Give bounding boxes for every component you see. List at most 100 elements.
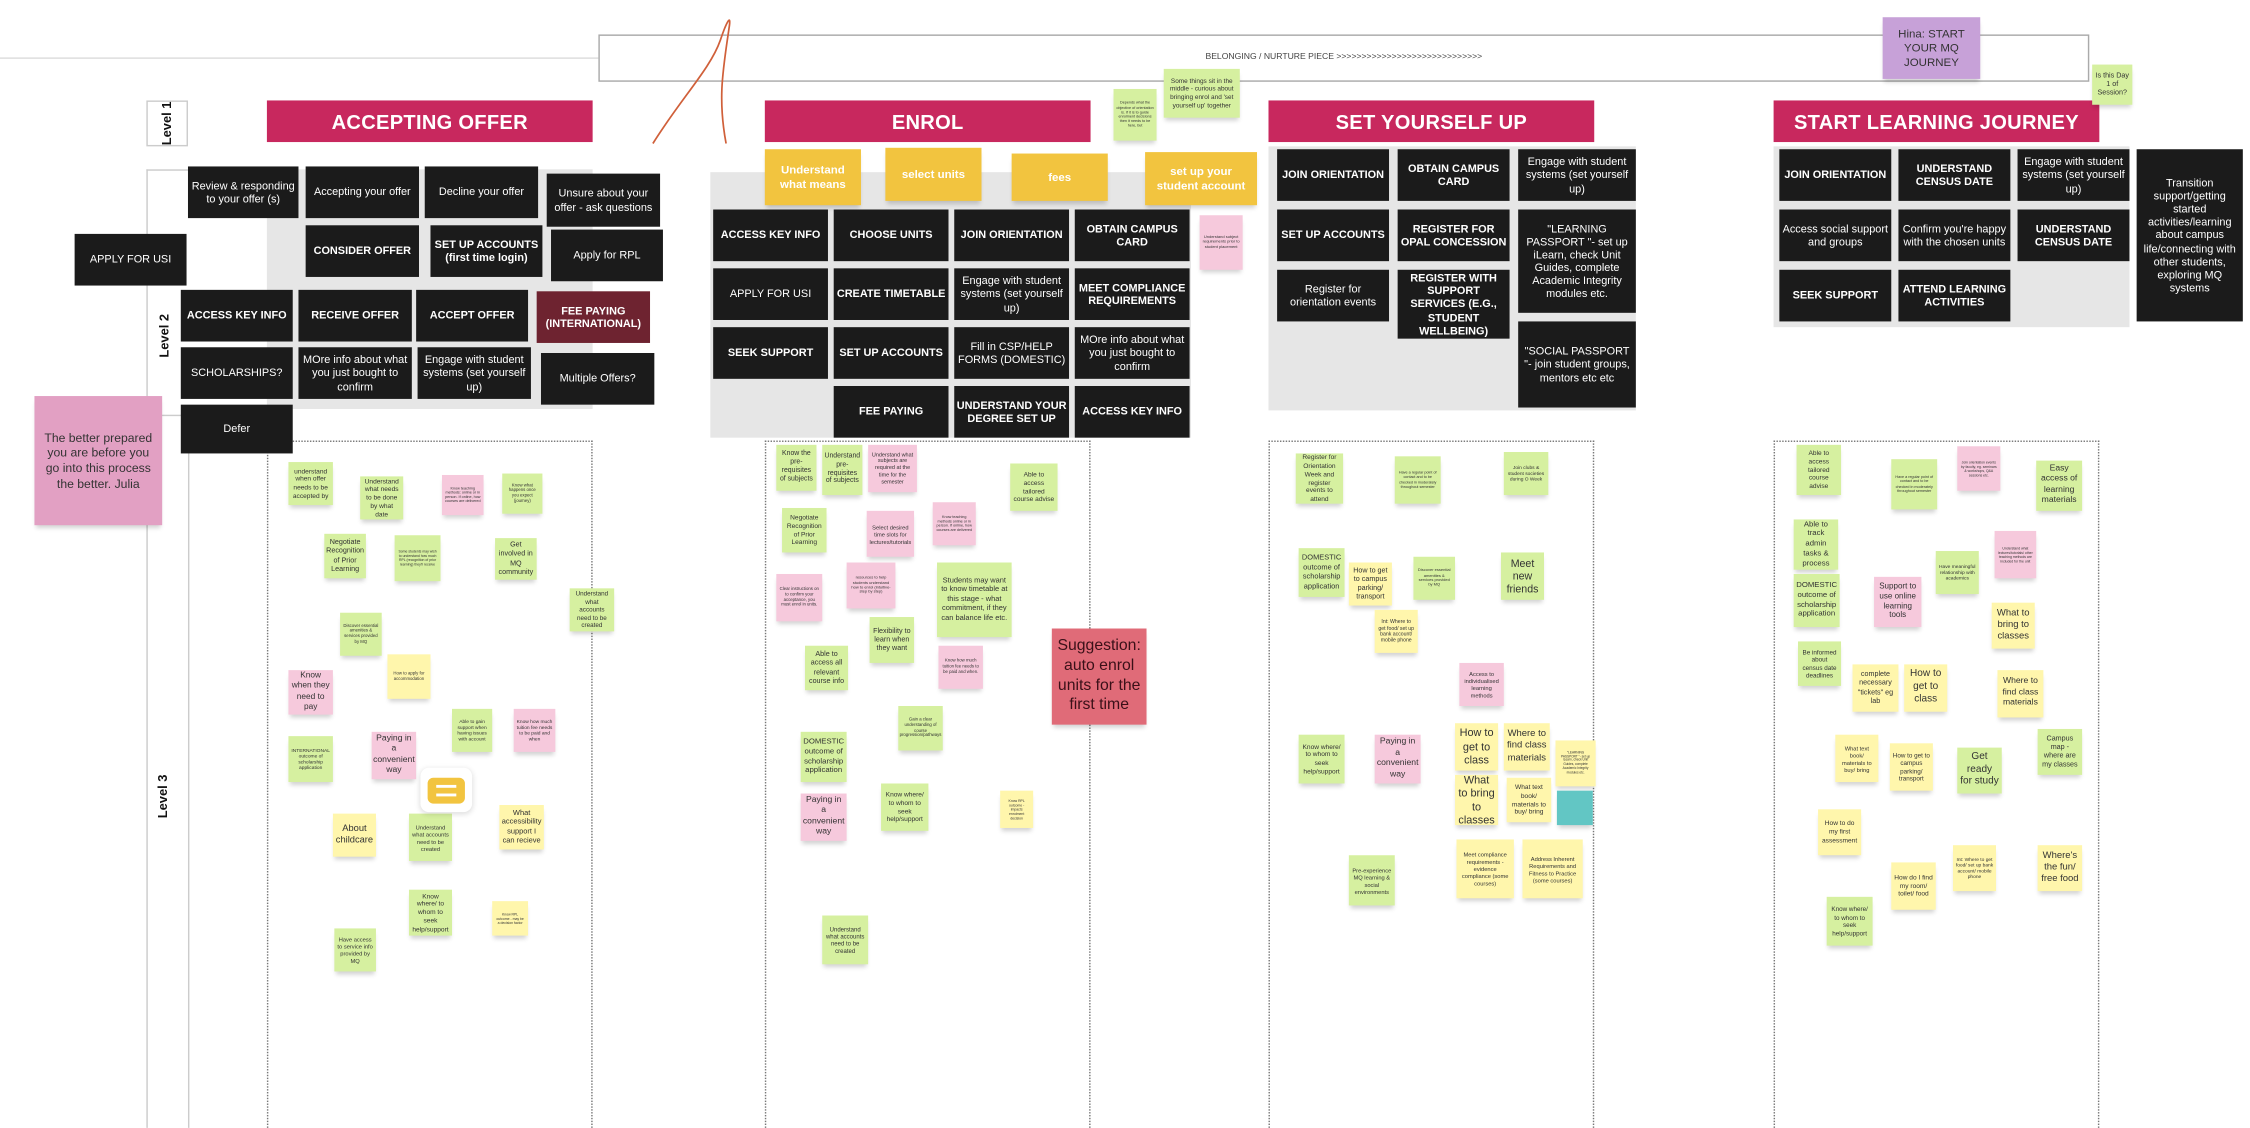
journey-card[interactable]: CREATE TIMETABLE [833,268,949,320]
journey-card[interactable]: REGISTER WITH SUPPORT SERVICES (E.G., ST… [1397,269,1510,339]
sticky-note[interactable]: DOMESTIC outcome of scholarship applicat… [800,731,847,783]
sticky-note[interactable]: complete necessary "tickets" eg lab [1852,664,1899,712]
sticky-note[interactable]: How do I find my room/ toilet/ food [1891,862,1936,910]
journey-card[interactable]: CHOOSE UNITS [833,209,949,262]
sticky-note[interactable]: Access to individualised learning method… [1459,662,1504,706]
stage-header-2[interactable]: SET YOURSELF UP [1268,100,1595,143]
sticky-note[interactable]: Some students may wish to understand how… [394,535,441,582]
journey-card[interactable]: Engage with student systems (set yoursel… [417,347,531,399]
journey-card[interactable]: Register for orientation events [1277,269,1390,322]
sticky-note[interactable]: Where to find class materials [1997,670,2044,718]
sticky-note[interactable]: Int: Where to get food/ set up bank acco… [1952,845,1997,892]
sticky-note[interactable]: Meet compliance requirements - evidence … [1456,839,1514,899]
sticky-note[interactable]: Easy access of learning materials [2036,460,2083,511]
sticky-note[interactable]: Have meaningful relationship with academ… [1935,551,1979,595]
sticky-note[interactable]: "LEARNING PASSPORT "- set up iLearn, che… [1555,740,1596,787]
sticky-note[interactable]: Select desired time slots for lectures/t… [866,510,915,557]
sticky-note[interactable]: Have a regular point of contact and to b… [1891,459,1938,510]
sticky-note[interactable]: What text book/ materials to buy/ bring [1506,777,1552,823]
sticky-note[interactable]: Paying in a convenient way [800,793,847,841]
journey-card[interactable]: ACCESS KEY INFO [713,209,828,262]
middle-sticky-note[interactable]: Some things sit in the middle - curious … [1163,68,1240,118]
sticky-note[interactable]: Discover essential amenities & services … [340,612,382,656]
journey-card[interactable]: JOIN ORIENTATION [954,209,1070,262]
comment-icon[interactable] [420,767,473,813]
sticky-note[interactable]: Pre-experience MQ learning & social envi… [1348,855,1395,906]
sticky-note[interactable]: Know where/ to whom to seek help/support [881,783,929,831]
sticky-note[interactable]: Clear instructions on to confirm your ac… [776,573,823,622]
journey-card[interactable]: FEE PAYING [833,386,949,438]
journey-card[interactable]: SEEK SUPPORT [713,327,828,379]
sticky-note[interactable]: Campus map - where are my classes [2037,728,2083,775]
sticky-note[interactable]: What to bring to classes [1455,774,1499,826]
sticky-note[interactable]: Be informed about census date deadlines [1797,641,1842,686]
sticky-note[interactable]: Understand what lectures/tutorials/ othe… [1994,530,2037,579]
journey-card[interactable]: "SOCIAL PASSPORT "- join student groups,… [1518,321,1636,408]
sticky-note[interactable]: INTERNATIONAL outcome of scholarship app… [288,736,333,783]
sticky-note[interactable]: understand when offer needs to be accept… [288,462,333,506]
sticky-note[interactable]: Know how much tuition fee needs to be pa… [938,645,983,689]
journey-card[interactable]: CONSIDER OFFER [305,225,420,277]
stage-header-3[interactable]: START LEARNING JOURNEY [1773,100,2100,143]
sticky-note[interactable]: Understand what subjects are required at… [868,444,917,493]
journey-card[interactable]: Review & responding to your offer (s) [187,166,299,219]
sticky-note[interactable]: Negotiate Recognition of Prior Learning [782,507,827,553]
sticky-note[interactable]: Understand what accounts need to be crea… [822,915,869,965]
sticky-note[interactable]: Have access to service info provided by … [334,928,376,972]
journey-card[interactable]: MEET COMPLIANCE REQUIREMENTS [1074,268,1190,320]
journey-card[interactable]: SEEK SUPPORT [1779,269,1892,322]
sticky-note[interactable]: DOMESTIC outcome of scholarship applicat… [1793,573,1840,628]
journey-card[interactable]: OBTAIN CAMPUS CARD [1074,209,1190,262]
sticky-note[interactable]: Suggestion: auto enrol units for the fir… [1051,628,1147,725]
journey-card[interactable]: RECEIVE OFFER [298,289,412,342]
sticky-note[interactable]: How to get to class [1904,664,1948,712]
sticky-note[interactable]: Int: Where to get food/ set up bank acco… [1374,609,1418,653]
journey-card[interactable]: Fill in CSP/HELP FORMS (DOMESTIC) [954,327,1070,379]
journey-card[interactable]: OBTAIN CAMPUS CARD [1397,149,1510,201]
journey-card[interactable]: UNDERSTAND YOUR DEGREE SET UP [954,386,1070,438]
journey-card[interactable]: Confirm you're happy with the chosen uni… [1898,209,2011,262]
sticky-note[interactable]: Understand what needs to be done by what… [360,476,404,520]
journey-card[interactable]: SET UP ACCOUNTS [833,327,949,379]
sticky-note[interactable]: How to do my first assessment [1818,809,1862,856]
sticky-note[interactable]: Negotiate Recognition of Prior Learning [324,533,366,579]
journey-card[interactable]: Engage with student systems (set yoursel… [1518,149,1636,201]
sticky-note[interactable]: Know how much tuition fee needs to be pa… [513,708,556,752]
top-sticky-note[interactable]: Understand what means [764,149,861,206]
journey-card[interactable]: Engage with student systems (set yoursel… [954,268,1070,320]
hand-drawn-line[interactable] [646,11,746,149]
sticky-note[interactable]: Able to access all relevant course info [805,645,849,691]
sticky-note[interactable]: How to get to campus parking/ transport [1348,562,1392,606]
stage-header-1[interactable]: ENROL [764,100,1091,143]
sticky-note[interactable]: Gain a clear understanding of course pro… [898,705,943,751]
sticky-note[interactable]: Register for Orientation Week and regist… [1295,453,1344,504]
journey-card[interactable]: JOIN ORIENTATION [1779,149,1892,201]
sticky-note[interactable]: Join clubs & student societies during O … [1503,452,1549,496]
sticky-note[interactable]: resources to help students understand ho… [846,562,896,609]
sticky-note[interactable]: Join orientation events by faculty, eg. … [1957,446,2001,491]
journey-card[interactable]: Transition support/getting started activ… [2136,149,2243,322]
sticky-note[interactable]: What text book/ materials to buy/ bring [1835,734,1879,783]
sticky-note[interactable]: Understand what accounts need to be crea… [569,588,615,632]
sticky-note[interactable]: Understand subject requirements prior to… [1199,215,1243,270]
top-sticky-note[interactable]: fees [1011,153,1108,201]
journey-card[interactable]: JOIN ORIENTATION [1277,149,1390,201]
journey-card[interactable]: ACCESS KEY INFO [1074,386,1190,438]
sticky-note[interactable]: What to bring to classes [1991,602,2035,649]
sticky-note[interactable]: Able to access tailored course advise [1796,444,1842,496]
sticky-note[interactable]: Where's the fun/ free food [2037,845,2083,892]
sticky-note[interactable]: Know RPL outcome - may be a decision fac… [492,901,529,936]
day1-sticky-note[interactable]: Is this Day 1 of Session? [2092,64,2133,105]
journey-card[interactable]: APPLY FOR USI [74,233,187,286]
sticky-note[interactable]: Paying in a convenient way [1374,734,1421,784]
journey-card[interactable]: ACCESS KEY INFO [180,289,293,342]
journey-card[interactable]: Defer [180,404,293,454]
sticky-note[interactable]: Meet new friends [1500,552,1545,600]
sticky-note[interactable]: Get ready for study [1957,747,2002,794]
journey-card[interactable]: Accepting your offer [305,166,420,219]
journey-card[interactable]: Engage with student systems (set yoursel… [2017,149,2130,201]
sticky-note[interactable]: About childcare [332,813,376,857]
sticky-note[interactable]: How to get to campus parking/ transport [1889,743,1933,791]
sticky-note[interactable]: Paying in a convenient way [371,731,417,780]
